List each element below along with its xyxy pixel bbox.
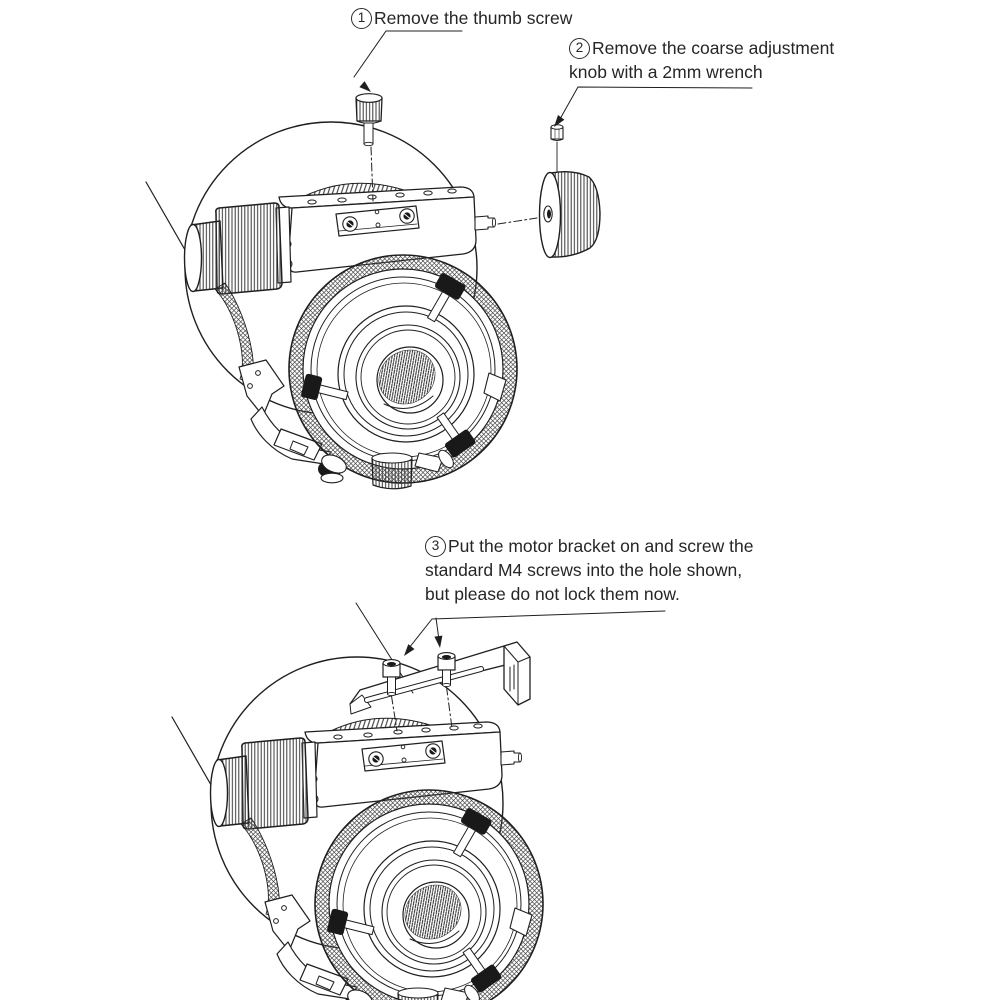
step-3-label: 3 Put the motor bracket on and screw the…: [425, 534, 753, 606]
step-3-number-badge: 3: [425, 535, 446, 557]
figure-step-3: [171, 602, 666, 1000]
step-2-label: 2 Remove the coarse adjustment knob with…: [569, 36, 834, 84]
step-1-leader-line: [353, 30, 463, 78]
step-1-arrow: [359, 81, 371, 92]
figure-steps-1-2: [145, 30, 753, 490]
step-2-number-badge: 2: [569, 37, 590, 59]
thumb-screw: [355, 93, 383, 147]
step-3-leader-line: [408, 610, 666, 649]
m4-screw-right: [437, 652, 456, 688]
coarse-adjustment-knob: [538, 170, 601, 259]
set-screw: [550, 124, 564, 141]
step-3-arrow-right: [434, 635, 443, 648]
thumb-screw-axis-line: [370, 146, 374, 202]
step-2-text-line-1: Remove the coarse adjustment: [592, 38, 835, 58]
focuser-assembly: [145, 121, 518, 490]
step-3-text-line-2: standard M4 screws into the hole shown,: [425, 560, 743, 580]
step-1-text: Remove the thumb screw: [374, 8, 573, 28]
m4-screw-right-axis: [446, 686, 453, 729]
step-2-leader-line: [559, 86, 753, 120]
knob-axis-line: [497, 217, 538, 225]
step-3-text-line-1: Put the motor bracket on and screw the: [448, 536, 754, 556]
step-3-arrow-left: [404, 644, 415, 656]
m4-screw-left: [382, 659, 401, 697]
motor-bracket-slot: [365, 667, 483, 702]
step-3-text-line-3: but please do not lock them now.: [425, 584, 680, 604]
step-2-text-line-2: knob with a 2mm wrench: [569, 62, 763, 82]
m4-screw-left-axis: [391, 695, 398, 732]
step-2-arrow: [554, 115, 565, 127]
step-1-number-badge: 1: [351, 7, 372, 29]
step-1-label: 1 Remove the thumb screw: [351, 6, 572, 30]
